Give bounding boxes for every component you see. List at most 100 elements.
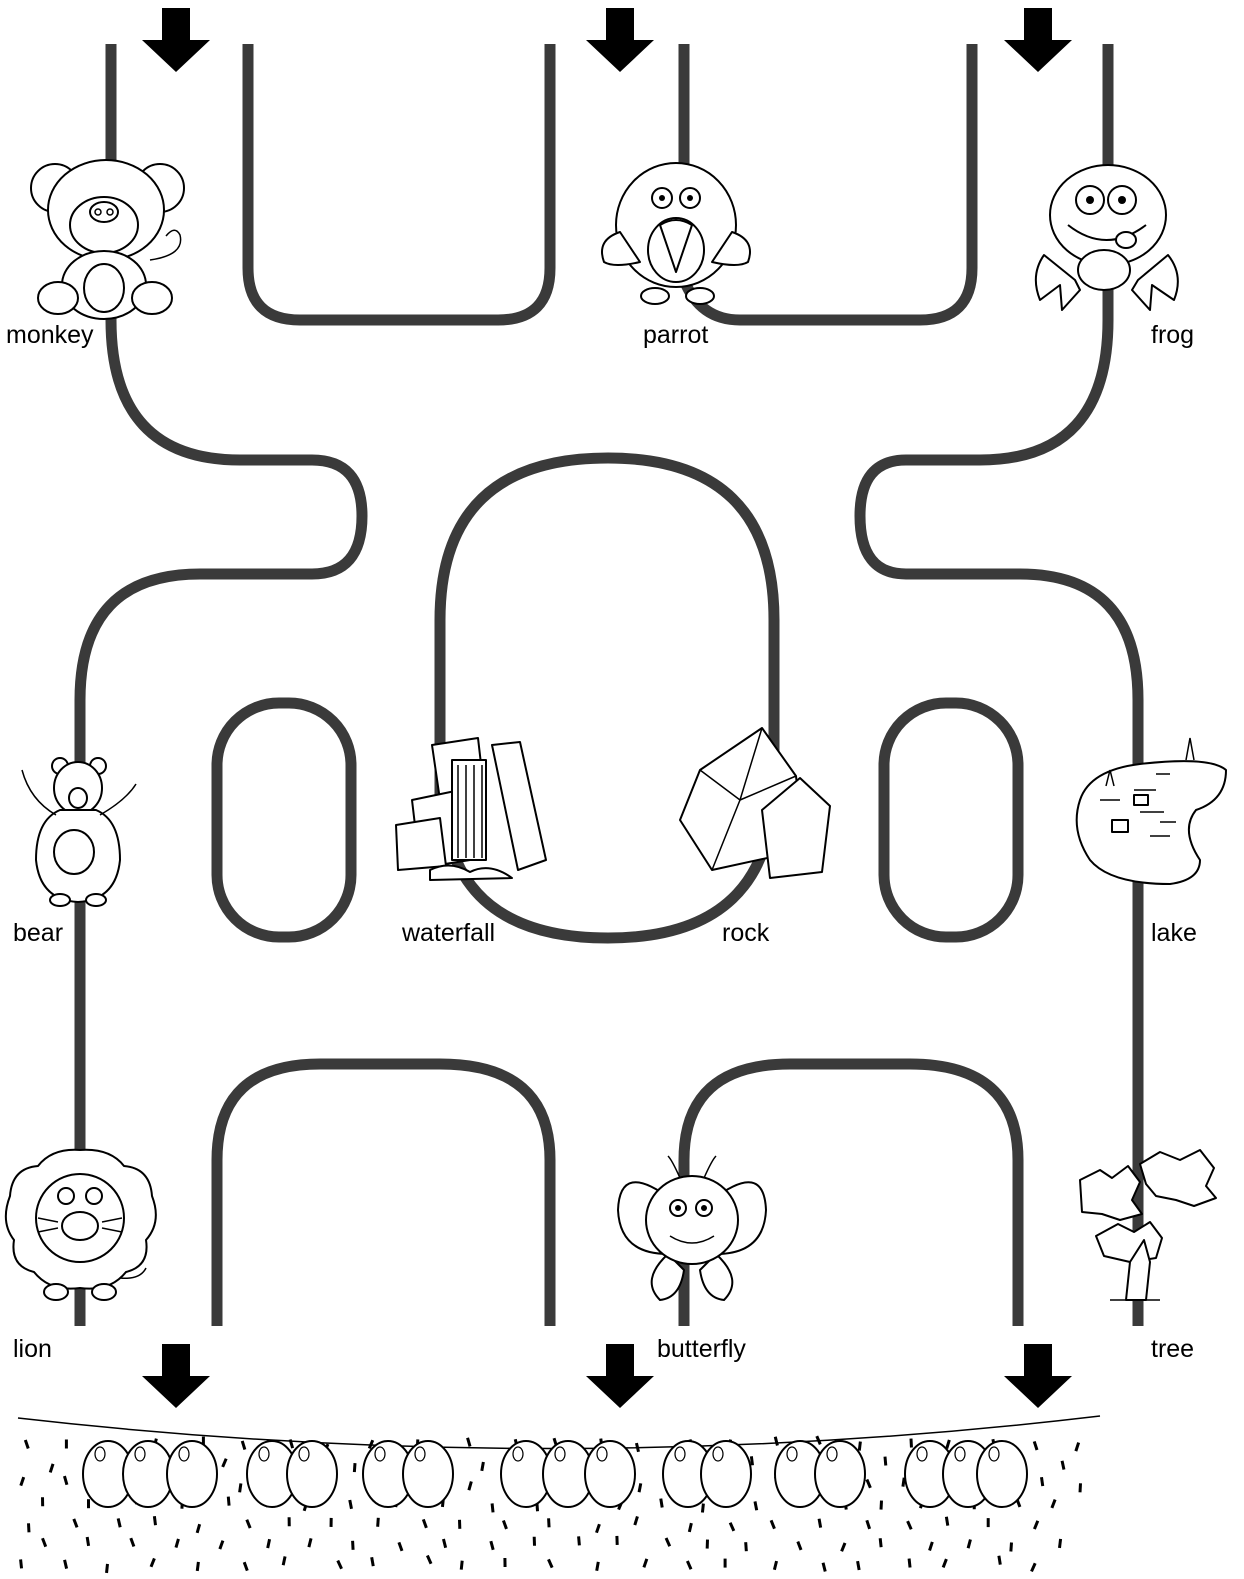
egg-highlight <box>554 1446 566 1462</box>
start-arrow-middle[interactable] <box>586 8 654 72</box>
dirt-dash <box>815 1435 822 1445</box>
dirt-dash <box>329 1517 333 1527</box>
dirt-dash <box>659 1498 664 1508</box>
lion-picture[interactable] <box>4 1148 157 1301</box>
end-arrow-left[interactable] <box>142 1344 210 1408</box>
dirt-dash <box>218 1540 225 1550</box>
dirt-dash <box>857 1441 862 1451</box>
dirt-dash <box>966 1539 972 1549</box>
dirt-dash <box>997 1555 1002 1565</box>
egg-highlight <box>134 1446 146 1462</box>
egg <box>286 1440 338 1508</box>
eggs-nest-icon[interactable] <box>17 1415 1101 1574</box>
dirt-dash <box>23 1439 30 1450</box>
dirt-dash <box>242 1561 249 1572</box>
dirt-dash <box>307 1538 313 1548</box>
rock-picture[interactable] <box>679 727 831 879</box>
dirt-dash <box>281 1556 287 1566</box>
egg <box>166 1440 218 1508</box>
dirt-dash <box>63 1559 69 1569</box>
dirt-dash <box>772 1560 779 1571</box>
dirt-dash <box>1074 1442 1081 1452</box>
dirt-dash <box>370 1556 375 1567</box>
dirt-dash <box>1058 1538 1063 1549</box>
path-left-column[interactable] <box>74 44 368 1326</box>
dirt-dash <box>116 1518 122 1528</box>
path-small-loop-left[interactable] <box>211 697 357 943</box>
dirt-dash <box>744 1542 748 1552</box>
dirt-dash <box>595 1561 600 1571</box>
dirt-dash <box>945 1439 951 1449</box>
egg-highlight <box>298 1446 310 1462</box>
path-right-column[interactable] <box>854 44 1144 1326</box>
path-bottom-arch-right[interactable] <box>678 1058 1024 1326</box>
dirt-dash <box>226 1496 231 1506</box>
dirt-dash <box>245 1519 252 1529</box>
dirt-dash <box>615 1535 619 1545</box>
monkey-picture[interactable] <box>30 159 185 320</box>
dirt-dash <box>467 1481 473 1491</box>
label-monkey: monkey <box>6 321 94 349</box>
dirt-dash <box>796 1541 803 1551</box>
lake-picture[interactable] <box>1075 737 1227 885</box>
start-arrow-left[interactable] <box>142 8 210 72</box>
dirt-dash <box>723 1558 727 1568</box>
label-butterfly: butterfly <box>657 1335 746 1363</box>
dirt-dash <box>1078 1483 1082 1493</box>
dirt-dash <box>503 1557 507 1567</box>
eggs <box>82 1440 1028 1508</box>
egg <box>814 1440 866 1508</box>
dirt-dash <box>878 1538 883 1548</box>
dirt-dash <box>865 1478 872 1489</box>
dirt-dash <box>174 1538 180 1548</box>
dirt-dash <box>442 1538 448 1549</box>
dirt-dash <box>41 1537 48 1548</box>
label-lake: lake <box>1151 919 1197 947</box>
dirt-dash <box>634 1442 640 1453</box>
dirt-dash <box>728 1522 736 1532</box>
end-arrow-right[interactable] <box>1004 1344 1072 1408</box>
path-center-loop[interactable] <box>434 452 780 944</box>
bear-picture[interactable] <box>21 757 137 907</box>
dirt-dash <box>458 1519 462 1529</box>
egg <box>584 1440 636 1508</box>
dirt-dash <box>105 1563 109 1574</box>
tree-picture[interactable] <box>1079 1149 1217 1301</box>
dirt-dash <box>19 1476 26 1487</box>
dirt-dash <box>633 1516 639 1526</box>
arrow-down-icon <box>1004 8 1072 72</box>
end-arrow-middle[interactable] <box>586 1344 654 1408</box>
label-bear: bear <box>13 919 63 947</box>
dirt-dash <box>63 1475 69 1486</box>
dirt-dash <box>195 1523 202 1534</box>
egg-highlight <box>988 1446 1000 1462</box>
dirt-dash <box>149 1557 156 1568</box>
egg-highlight <box>916 1446 928 1462</box>
dirt-dash <box>637 1483 643 1493</box>
dirt-dash <box>1030 1562 1037 1573</box>
dirt-dash <box>773 1436 779 1446</box>
dirt-dash <box>129 1537 136 1548</box>
path-small-loop-right[interactable] <box>878 697 1024 943</box>
frog-picture[interactable] <box>1034 164 1179 311</box>
dirt-dash <box>287 1517 291 1527</box>
path-top-u-right[interactable] <box>678 44 978 326</box>
dirt-dash <box>595 1523 601 1534</box>
dirt-dash <box>480 1461 485 1472</box>
butterfly-picture[interactable] <box>617 1155 767 1301</box>
path-bottom-arch-left[interactable] <box>211 1058 556 1326</box>
parrot-picture[interactable] <box>601 162 751 305</box>
dirt-dash <box>48 1463 55 1473</box>
dirt-dash <box>817 1518 823 1528</box>
dirt-dash <box>664 1537 672 1547</box>
dirt-dash <box>821 1562 827 1572</box>
egg-highlight <box>374 1446 386 1462</box>
egg-highlight <box>178 1446 190 1462</box>
dirt-dash <box>944 1516 950 1526</box>
start-arrow-right[interactable] <box>1004 8 1072 72</box>
dirt-dash <box>489 1540 495 1551</box>
path-top-u-left[interactable] <box>242 44 556 326</box>
waterfall-picture[interactable] <box>395 737 547 881</box>
dirt-dash <box>749 1456 754 1466</box>
dirt-dash <box>195 1561 200 1572</box>
